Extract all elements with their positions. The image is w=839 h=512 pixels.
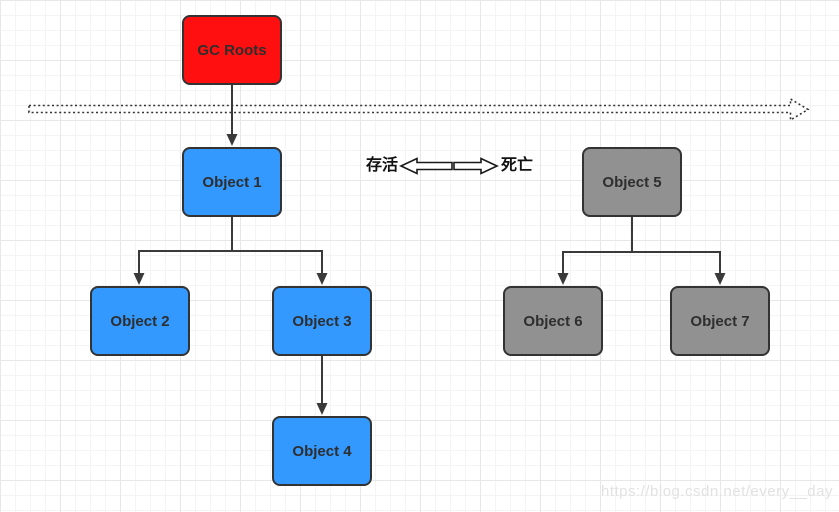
node-object-4-label: Object 4 bbox=[292, 442, 352, 460]
node-gc-roots: GC Roots bbox=[182, 15, 282, 85]
node-object-2-label: Object 2 bbox=[110, 312, 170, 330]
edge-object5-children bbox=[557, 217, 726, 285]
edge-object3-object4 bbox=[316, 354, 328, 415]
node-object-5: Object 5 bbox=[582, 147, 682, 217]
node-object-1: Object 1 bbox=[182, 147, 282, 217]
node-object-3: Object 3 bbox=[272, 286, 372, 356]
node-object-6-label: Object 6 bbox=[523, 312, 583, 330]
watermark-text: https://blog.csdn.net/every__day bbox=[601, 483, 833, 500]
legend-right-block-arrow-icon bbox=[453, 157, 499, 175]
edge-gcroots-object1 bbox=[226, 85, 238, 146]
node-gc-roots-label: GC Roots bbox=[197, 41, 267, 59]
legend-left-block-arrow-icon bbox=[399, 157, 453, 175]
node-object-2: Object 2 bbox=[90, 286, 190, 356]
edge-object1-children bbox=[133, 217, 328, 285]
node-object-3-label: Object 3 bbox=[292, 312, 352, 330]
boundary-dotted-arrow bbox=[28, 97, 810, 122]
node-object-7-label: Object 7 bbox=[690, 312, 750, 330]
node-object-1-label: Object 1 bbox=[202, 173, 262, 191]
legend-alive-label: 存活 bbox=[366, 157, 399, 174]
node-object-7: Object 7 bbox=[670, 286, 770, 356]
node-object-5-label: Object 5 bbox=[602, 173, 662, 191]
node-object-6: Object 6 bbox=[503, 286, 603, 356]
legend-dead-label: 死亡 bbox=[501, 157, 534, 174]
node-object-4: Object 4 bbox=[272, 416, 372, 486]
